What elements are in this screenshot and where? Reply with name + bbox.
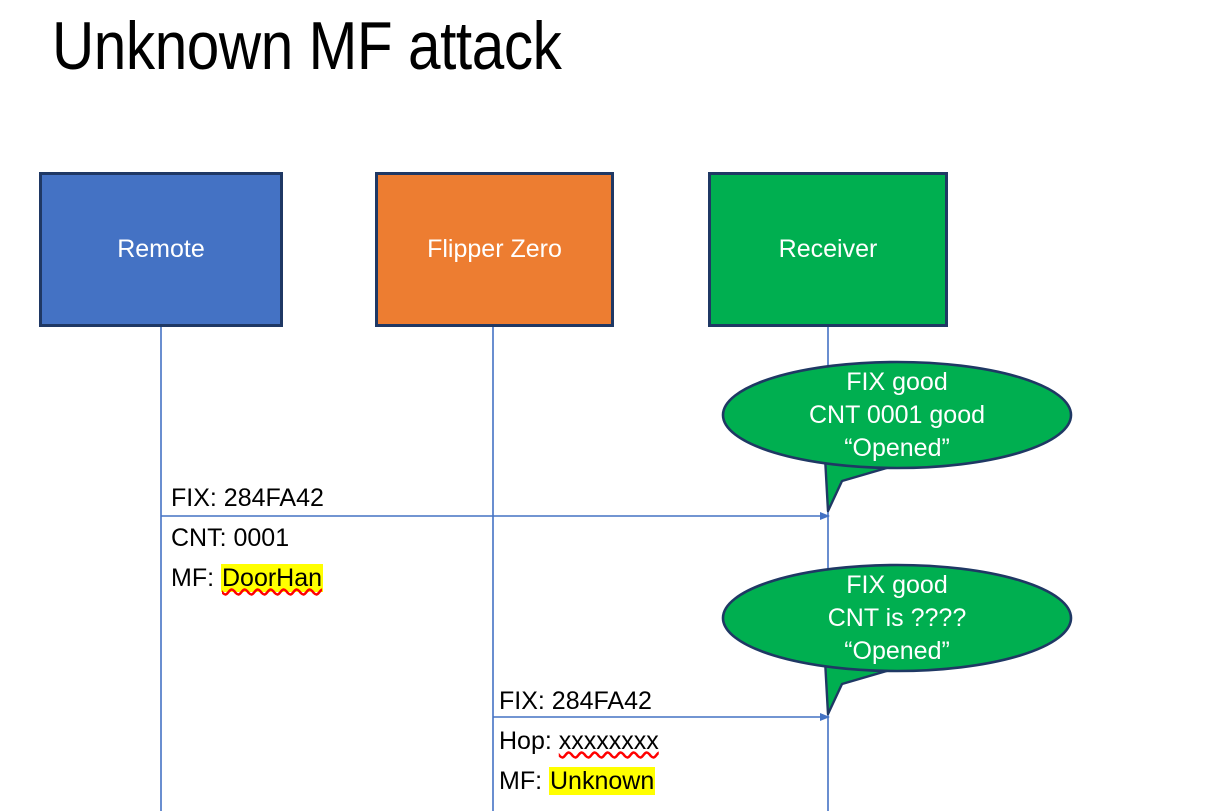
message-line-value-highlighted: DoorHan [221, 564, 324, 592]
message-label-1: FIX: 284FA42 CNT: 0001 MF: DoorHan [171, 478, 324, 598]
actor-box-flipper[interactable]: Flipper Zero [375, 172, 614, 327]
actor-label-receiver: Receiver [778, 235, 878, 263]
actor-label-flipper: Flipper Zero [427, 235, 562, 263]
callout-bubble-receiver-1[interactable]: FIX good CNT 0001 good “Opened” [721, 360, 1073, 513]
message-line: MF: Unknown [499, 761, 659, 801]
actor-box-receiver[interactable]: Receiver [708, 172, 948, 327]
message-line-prefix: FIX: [171, 484, 224, 512]
actor-box-remote[interactable]: Remote [39, 172, 283, 327]
message-line: CNT: 0001 [171, 518, 324, 558]
page-title: Unknown MF attack [52, 8, 562, 84]
message-line-value: 284FA42 [223, 484, 324, 512]
message-line-prefix: CNT: [171, 524, 234, 552]
callout-ellipse-shape [721, 563, 1073, 673]
message-line-prefix: Hop: [499, 727, 559, 755]
message-line: MF: DoorHan [171, 558, 324, 598]
message-line: FIX: 284FA42 [171, 478, 324, 518]
message-line: FIX: 284FA42 [499, 681, 659, 721]
message-line-prefix: MF: [171, 564, 221, 592]
callout-bubble-receiver-2[interactable]: FIX good CNT is ???? “Opened” [721, 563, 1073, 716]
message-line-prefix: FIX: [499, 687, 552, 715]
message-line-value: xxxxxxxx [558, 727, 659, 755]
message-line-prefix: MF: [499, 767, 549, 795]
message-line-value: 0001 [233, 524, 290, 552]
callout-ellipse-shape [721, 360, 1073, 470]
actor-label-remote: Remote [117, 235, 205, 263]
message-label-2: FIX: 284FA42 Hop: xxxxxxxx MF: Unknown [499, 681, 659, 801]
message-line-value-highlighted: Unknown [549, 767, 656, 795]
message-line: Hop: xxxxxxxx [499, 721, 659, 761]
message-line-value: 284FA42 [551, 687, 652, 715]
